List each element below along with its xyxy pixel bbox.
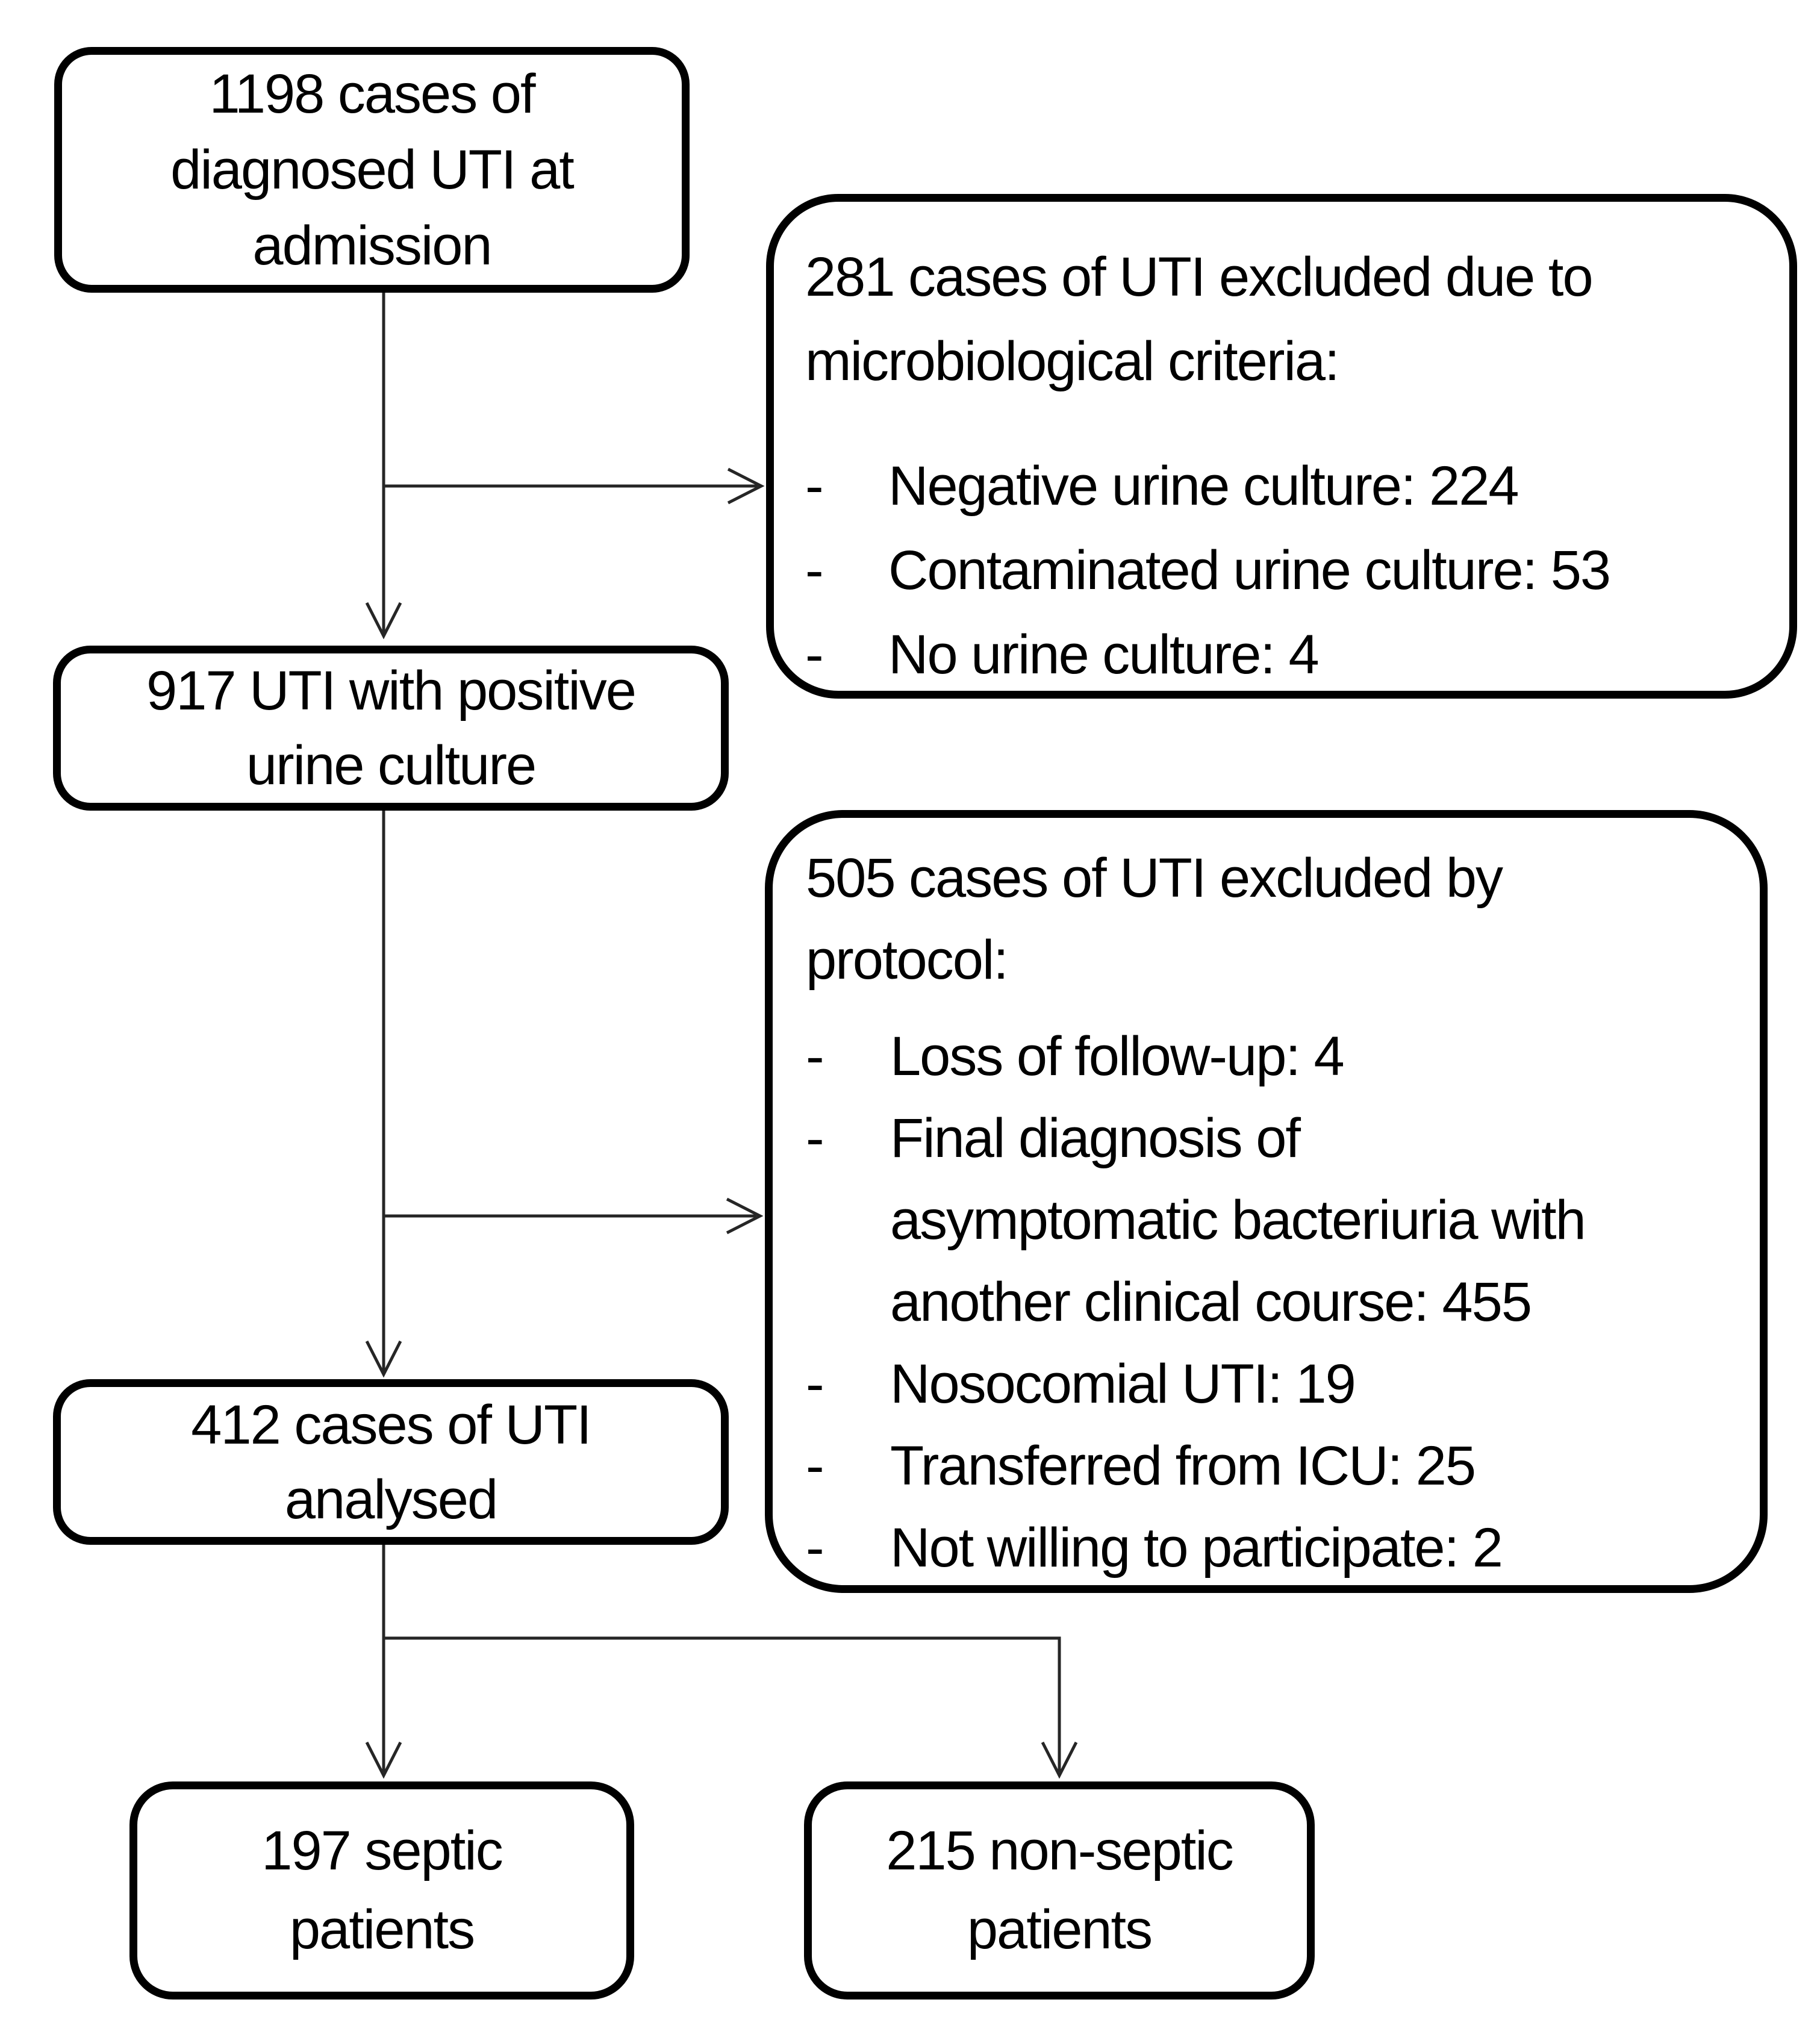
bullet-dash-empty (806, 1179, 890, 1261)
arrowhead-down-icon (365, 1340, 402, 1378)
bullet-dash: - (805, 455, 824, 517)
node-text-line: 917 UTI with positive (146, 660, 637, 722)
node-text-line: 215 non-septic (886, 1820, 1234, 1881)
bullet-dash: - (806, 1026, 824, 1087)
list-gap (806, 1001, 1743, 1015)
node-septic-patients: 197 septic patients (129, 1781, 634, 2000)
node-admission: 1198 cases of diagnosed UTI at admission (54, 47, 690, 293)
list-item: - Transferred from ICU: 25 (806, 1425, 1743, 1507)
node-text-line: protocol: (806, 929, 1009, 991)
node-text-line: No urine culture: 4 (888, 624, 1320, 685)
arrowhead-down-icon (365, 1741, 402, 1779)
arrowhead-down-icon (365, 602, 402, 640)
list-item: - Loss of follow-up: 4 (806, 1015, 1743, 1097)
node-text-line: patients (967, 1899, 1153, 1960)
node-text-line: 505 cases of UTI excluded by (806, 847, 1503, 909)
node-text-line: microbiological criteria: (805, 331, 1340, 392)
node-text-line: 281 cases of UTI excluded due to (805, 246, 1594, 308)
arrow-positive-culture-to-analysed (365, 811, 402, 1378)
bullet-dash: - (805, 540, 824, 601)
bullet-dash: - (806, 1517, 824, 1579)
node-positive-urine-culture: 917 UTI with positive urine culture (53, 646, 729, 811)
list-gap (805, 404, 1771, 444)
list-item: - Nosocomial UTI: 19 (806, 1343, 1743, 1425)
bullet-dash: - (806, 1108, 824, 1169)
node-text-line: 197 septic (261, 1820, 503, 1881)
list-item: - Negative urine culture: 224 (805, 444, 1771, 528)
node-text-line: Not willing to participate: 2 (890, 1517, 1503, 1579)
arrow-admission-to-positive-culture (365, 293, 402, 640)
arrowhead-down-icon (1041, 1741, 1078, 1779)
node-text-line: asymptomatic bacteriuria with (890, 1189, 1586, 1251)
list-item-continuation: another clinical course: 455 (806, 1261, 1743, 1343)
node-analysed: 412 cases of UTI analysed (53, 1379, 729, 1545)
node-text-line: diagnosed UTI at (170, 139, 575, 201)
node-text-line: urine culture (246, 735, 537, 796)
node-text-line: 1198 cases of (209, 63, 535, 125)
list-item: - No urine culture: 4 (805, 612, 1771, 697)
node-text-line: Loss of follow-up: 4 (890, 1026, 1345, 1087)
node-text-line: Final diagnosis of (890, 1108, 1301, 1169)
arrow-to-excluded-protocol (384, 1197, 764, 1235)
arrowhead-right-icon (727, 467, 765, 505)
node-non-septic-patients: 215 non-septic patients (804, 1781, 1315, 2000)
bullet-dash: - (805, 624, 824, 685)
node-text-line: Contaminated urine culture: 53 (888, 540, 1611, 601)
arrow-analysed-split (365, 1545, 1078, 1779)
split-line (382, 1545, 1061, 1772)
list-item: - Not willing to participate: 2 (806, 1507, 1743, 1589)
arrow-to-excluded-micro (384, 467, 765, 505)
list-item-continuation: asymptomatic bacteriuria with (806, 1179, 1743, 1261)
arrowhead-right-icon (726, 1197, 764, 1235)
node-text-line: Nosocomial UTI: 19 (890, 1353, 1356, 1415)
node-text-line: analysed (284, 1468, 498, 1530)
node-text-line: Negative urine culture: 224 (888, 455, 1519, 517)
list-item: - Final diagnosis of (806, 1097, 1743, 1179)
node-text-line: 412 cases of UTI (191, 1394, 591, 1456)
node-excluded-microbiological: 281 cases of UTI excluded due to microbi… (766, 194, 1797, 699)
node-text-line: Transferred from ICU: 25 (890, 1435, 1476, 1497)
bullet-dash-empty (806, 1261, 890, 1343)
node-text-line: admission (252, 215, 492, 276)
node-text-line: patients (289, 1899, 475, 1960)
node-text-line: another clinical course: 455 (890, 1271, 1532, 1333)
list-item: - Contaminated urine culture: 53 (805, 528, 1771, 612)
node-excluded-protocol: 505 cases of UTI excluded by protocol: -… (765, 810, 1768, 1593)
bullet-dash: - (806, 1353, 824, 1415)
bullet-dash: - (806, 1435, 824, 1497)
